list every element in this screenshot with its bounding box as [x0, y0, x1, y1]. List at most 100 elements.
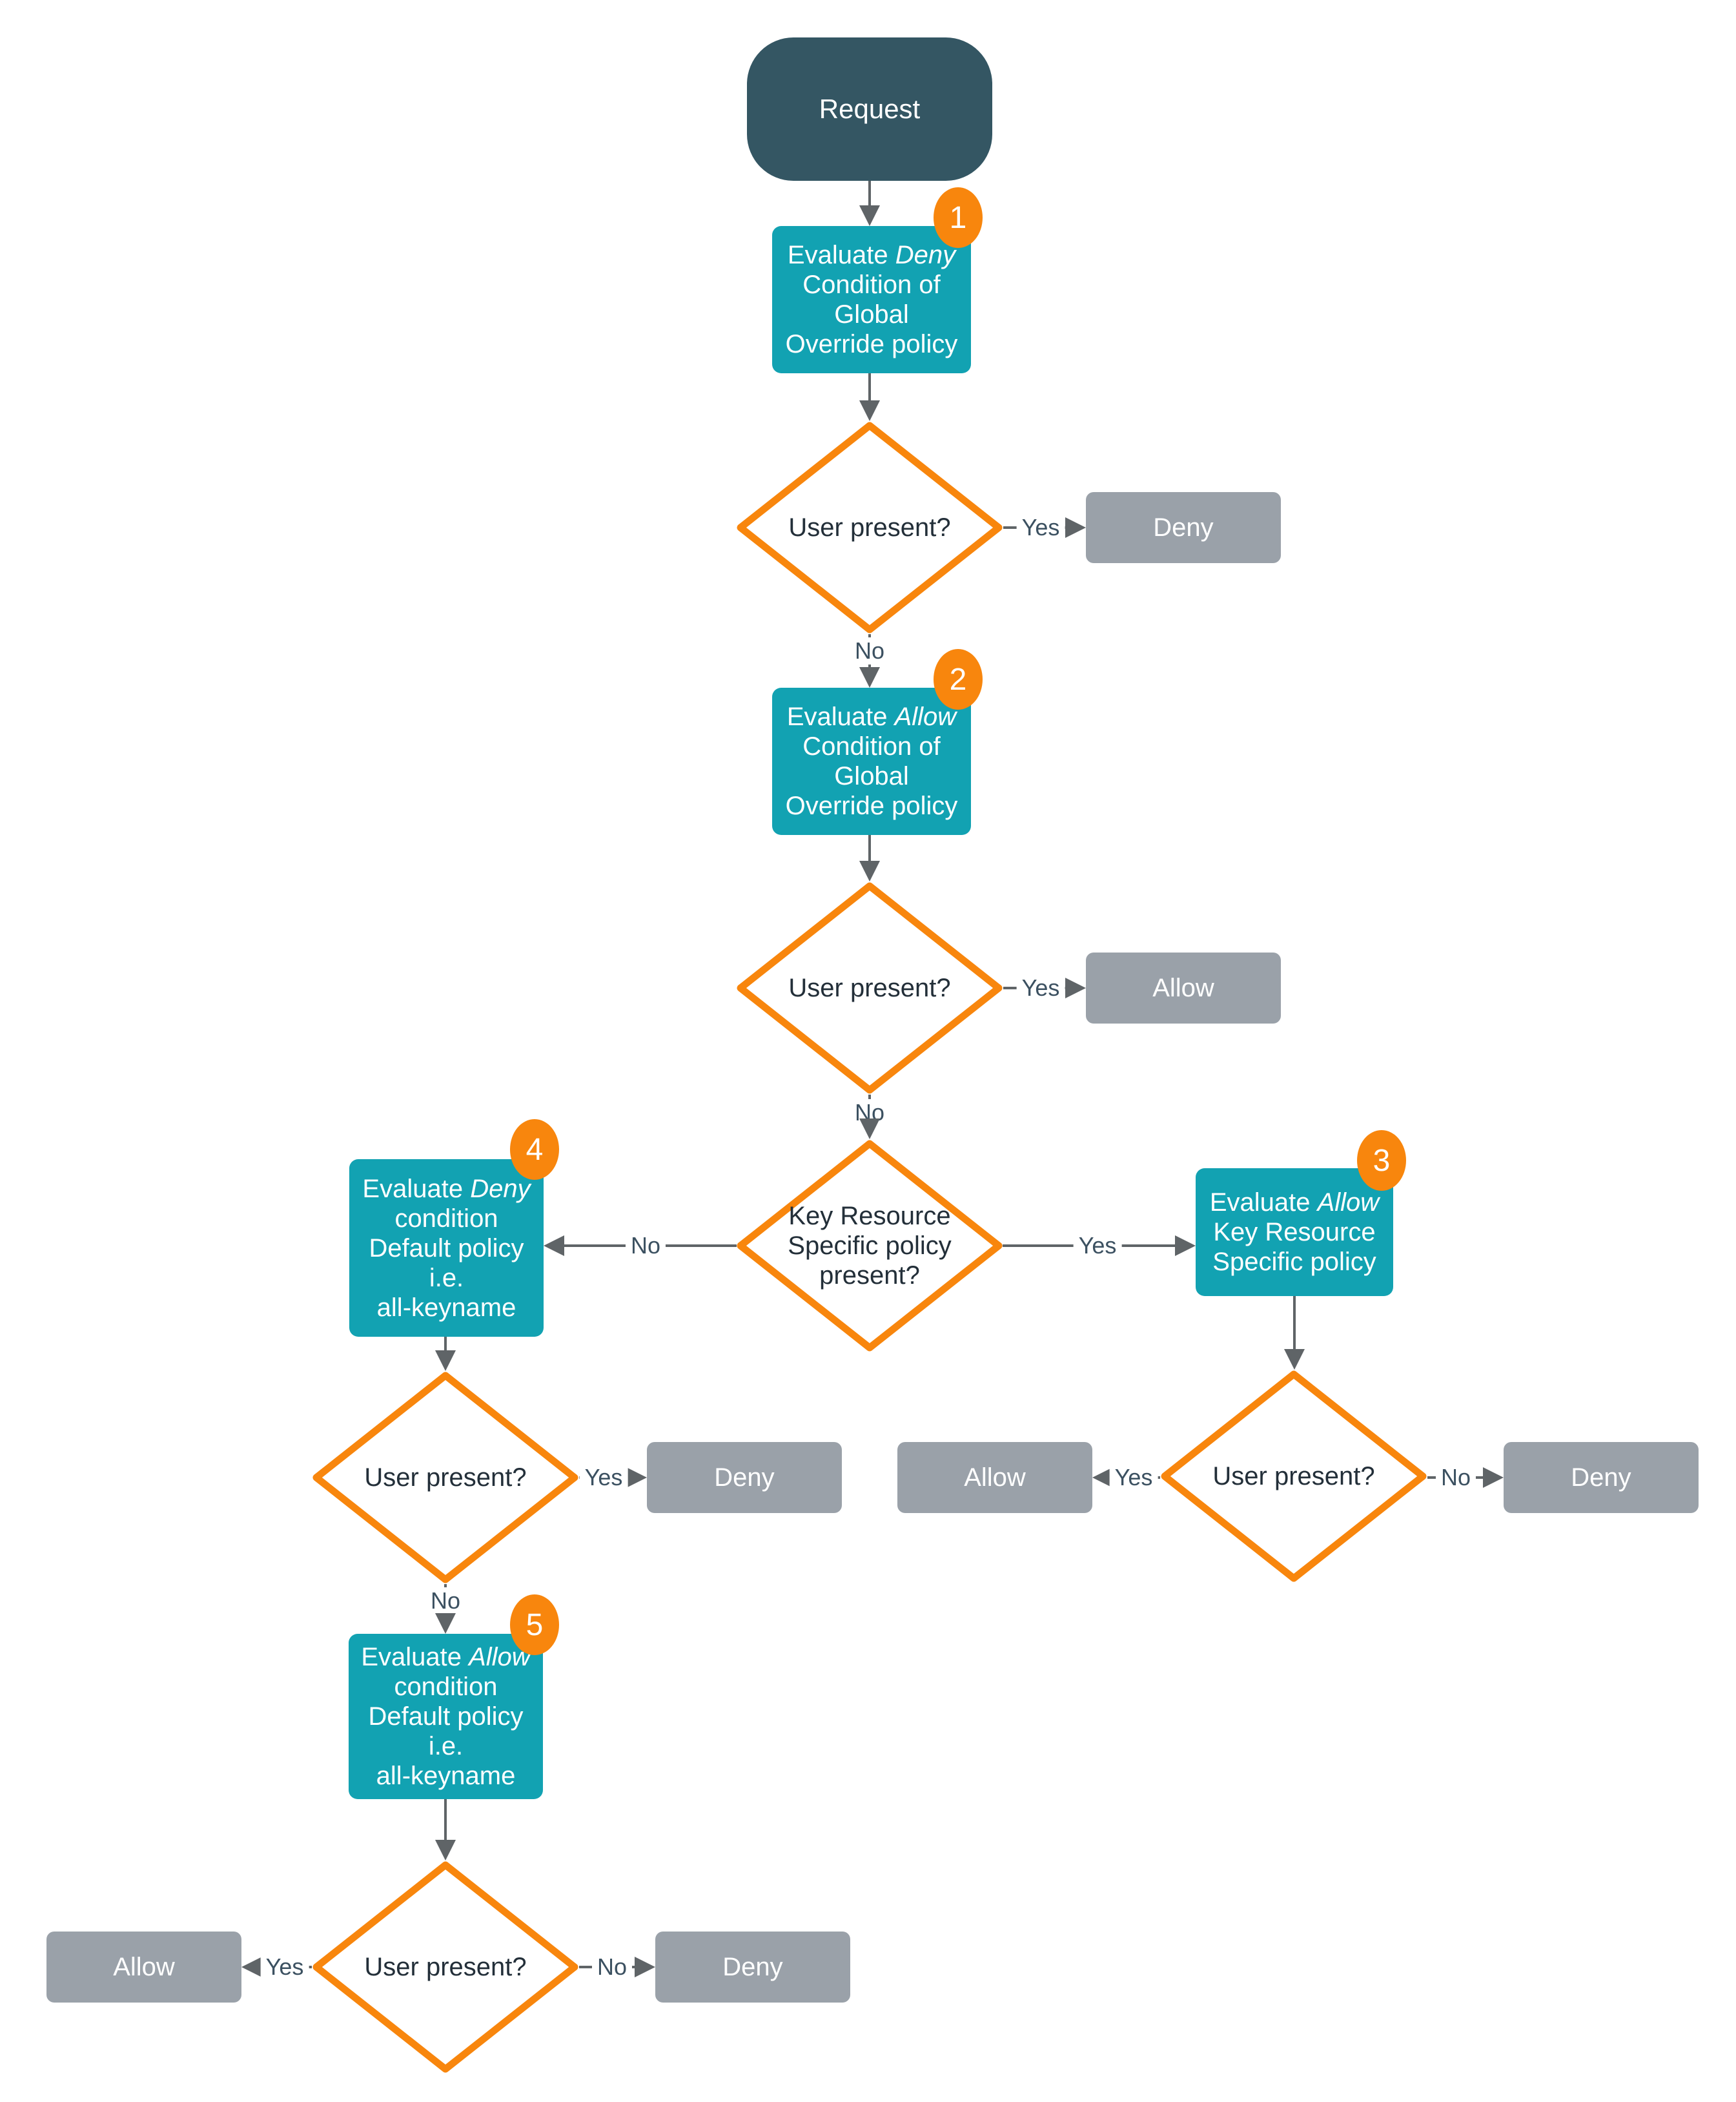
step1-line4: Override policy — [785, 330, 958, 358]
step4-keyword: Deny — [470, 1174, 531, 1203]
decision1-label: User present? — [788, 513, 951, 542]
arrowhead-into-decision2 — [859, 861, 880, 881]
step3-line3: Specific policy — [1212, 1248, 1376, 1276]
step4-line2: condition — [394, 1204, 498, 1233]
diamond-shape-icon — [737, 882, 1003, 1094]
outcome-allow-1: Allow — [1086, 953, 1281, 1024]
edge-label-no-3: No — [625, 1232, 666, 1259]
edge-label-yes-1: Yes — [1016, 514, 1065, 541]
step1-line3: Global — [834, 300, 909, 329]
arrowhead-into-step2 — [859, 667, 880, 688]
step5-line3: Default policy — [368, 1702, 524, 1731]
decision3-line1: Key Resource — [788, 1202, 951, 1230]
edge-label-no-4: No — [425, 1587, 466, 1614]
diamond-shape-icon — [737, 1140, 1003, 1352]
step4-line4: i.e. — [429, 1263, 464, 1292]
step4-prefix: Evaluate — [362, 1174, 471, 1203]
step3-line2: Key Resource — [1213, 1218, 1376, 1246]
edge-label-yes-3: Yes — [1073, 1232, 1122, 1259]
step2-keyword: Allow — [894, 703, 957, 731]
step1-keyword: Deny — [895, 241, 956, 269]
step2-line2: Condition of — [802, 732, 941, 761]
step5-prefix: Evaluate — [361, 1643, 469, 1671]
edge-label-yes-2: Yes — [1016, 974, 1065, 1002]
step4-line1: Evaluate Deny — [362, 1174, 530, 1204]
step1-line2: Condition of — [802, 271, 941, 299]
decision-user-present-2: User present? — [736, 881, 1003, 1095]
connector-step2-decision2 — [868, 835, 871, 862]
step5-line4: i.e. — [428, 1732, 464, 1760]
decision5-label: User present? — [1212, 1462, 1375, 1490]
decision3-label: Key Resource Specific policy present? — [736, 1139, 1003, 1352]
step5-line5: all-keyname — [376, 1762, 516, 1790]
diamond-shape-icon — [312, 1372, 578, 1583]
step5-line1: Evaluate Allow — [361, 1642, 530, 1672]
step-badge-2: 2 — [934, 649, 983, 710]
step3-keyword: Allow — [1317, 1188, 1380, 1217]
arrowhead-into-decision1 — [859, 400, 880, 421]
connector-step1-decision1 — [868, 373, 871, 400]
step5-line2: condition — [394, 1673, 498, 1701]
step2-line3: Global — [834, 762, 909, 790]
edge-label-no-6: No — [591, 1953, 633, 1981]
step-box-3: Evaluate Allow Key Resource Specific pol… — [1196, 1168, 1393, 1296]
step-badge-3: 3 — [1357, 1130, 1406, 1191]
outcome-allow-3: Allow — [46, 1932, 241, 2003]
step1-line1: Evaluate Deny — [788, 240, 955, 270]
step-box-4: Evaluate Deny condition Default policy i… — [349, 1159, 544, 1337]
decision6-label: User present? — [364, 1953, 527, 1981]
arrowhead-into-allow3 — [241, 1957, 262, 1977]
step-badge-1: 1 — [934, 187, 983, 248]
connector-step3-decision5 — [1293, 1296, 1296, 1350]
diamond-shape-icon — [312, 1861, 578, 2073]
decision-key-resource: Key Resource Specific policy present? — [736, 1139, 1003, 1352]
edge-label-no-5: No — [1435, 1464, 1476, 1491]
arrowhead-into-decision4 — [435, 1350, 456, 1371]
edge-label-yes-4: Yes — [579, 1464, 628, 1491]
step2-line4: Override policy — [785, 792, 958, 820]
step-box-5: Evaluate Allow condition Default policy … — [349, 1634, 543, 1799]
diamond-shape-icon — [737, 422, 1003, 634]
arrowhead-into-deny2 — [626, 1467, 647, 1488]
arrowhead-into-step4 — [544, 1235, 564, 1256]
start-node: Request — [747, 37, 992, 181]
arrowhead-into-step1 — [859, 205, 880, 226]
step-box-1: Evaluate Deny Condition of Global Overri… — [772, 226, 971, 373]
arrowhead-into-deny1 — [1065, 517, 1086, 538]
connector-step4-decision4 — [444, 1337, 447, 1352]
step-badge-4: 4 — [510, 1119, 559, 1180]
decision-user-present-1: User present? — [736, 421, 1003, 634]
decision3-line2: Specific policy — [788, 1231, 952, 1260]
decision2-label: User present? — [788, 974, 951, 1002]
connector-step5-decision6 — [444, 1799, 447, 1840]
arrowhead-into-step5 — [435, 1613, 456, 1634]
step2-line1: Evaluate Allow — [787, 702, 956, 732]
decision3-line3: present? — [819, 1261, 920, 1290]
arrowhead-into-decision6 — [435, 1840, 456, 1860]
connector-start-step1 — [868, 181, 871, 205]
step-box-2: Evaluate Allow Condition of Global Overr… — [772, 688, 971, 835]
outcome-allow-2: Allow — [897, 1442, 1092, 1513]
edge-label-no-1: No — [849, 637, 890, 665]
decision-user-present-3: User present? — [312, 1371, 579, 1584]
decision4-label: User present? — [364, 1463, 527, 1492]
edge-label-yes-6: Yes — [260, 1953, 309, 1981]
step3-line1: Evaluate Allow — [1210, 1188, 1379, 1217]
decision-user-present-4: User present? — [1160, 1370, 1427, 1583]
outcome-deny-1: Deny — [1086, 492, 1281, 563]
decision-user-present-5: User present? — [312, 1860, 579, 2074]
arrowhead-into-decision3 — [859, 1118, 880, 1139]
arrowhead-into-step3 — [1175, 1235, 1196, 1256]
step4-line5: all-keyname — [376, 1293, 516, 1322]
step2-prefix: Evaluate — [786, 703, 895, 731]
outcome-deny-2: Deny — [647, 1442, 842, 1513]
edge-label-yes-5: Yes — [1109, 1464, 1158, 1491]
arrowhead-into-allow1 — [1065, 978, 1086, 998]
step3-prefix: Evaluate — [1209, 1188, 1318, 1217]
diamond-shape-icon — [1161, 1370, 1427, 1582]
step4-line3: Default policy — [369, 1233, 524, 1262]
step1-prefix: Evaluate — [787, 241, 895, 269]
outcome-deny-3: Deny — [1504, 1442, 1699, 1513]
arrowhead-into-deny4 — [635, 1957, 655, 1977]
